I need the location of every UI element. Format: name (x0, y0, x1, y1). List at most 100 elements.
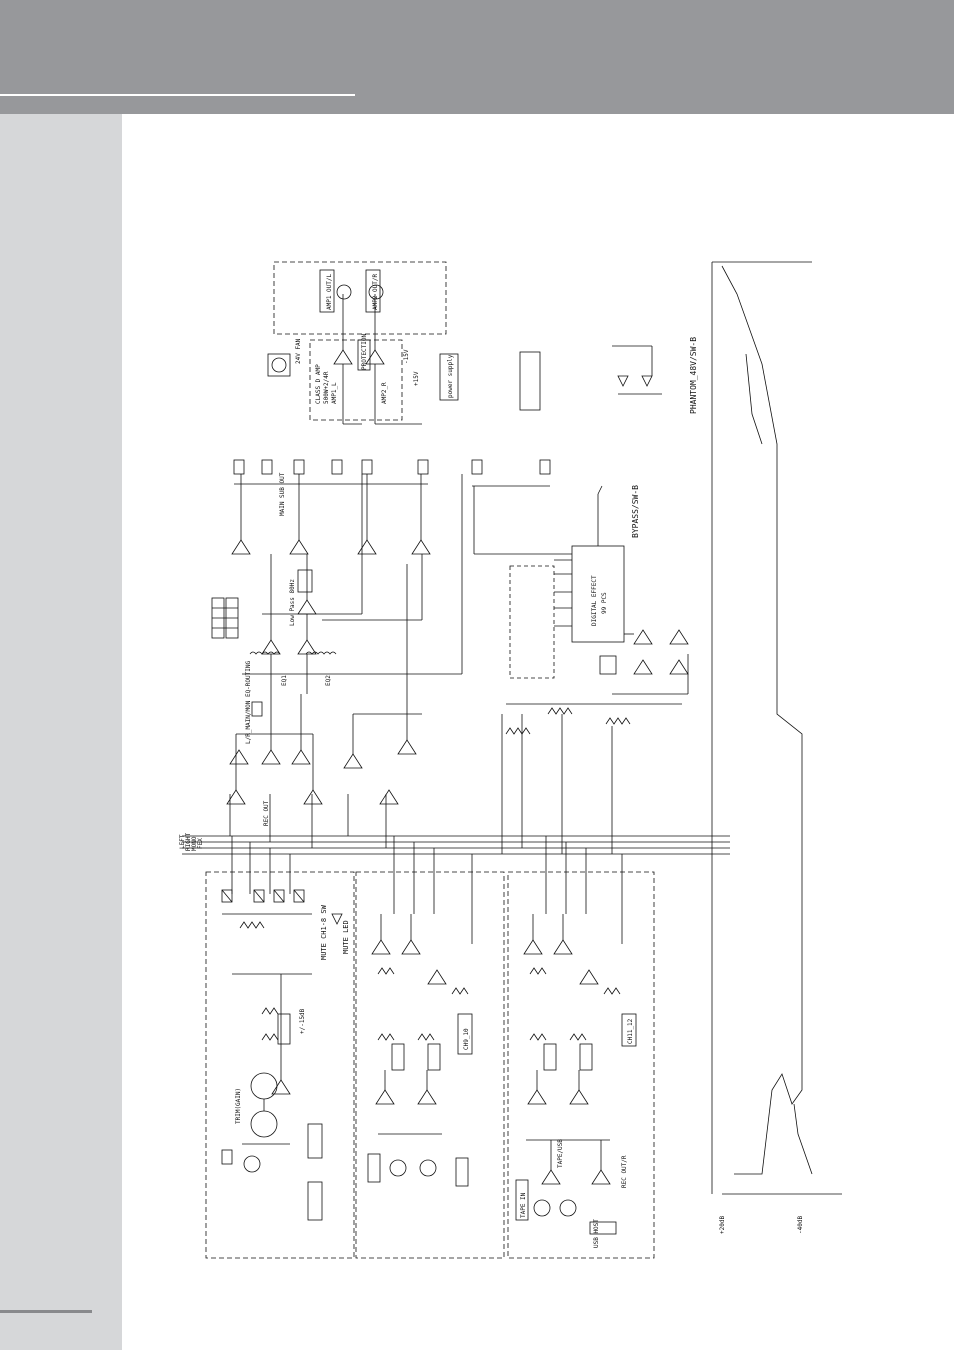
protection-block (357, 339, 371, 371)
jack-fx-send (471, 459, 483, 475)
eq2-coil (305, 651, 337, 655)
label-trim-gain: TRIM(GAIN) (235, 1088, 242, 1124)
opamp-st1-d (375, 1089, 395, 1105)
xlr-input-1 (250, 1072, 278, 1100)
st2-eq-hi (569, 1033, 587, 1041)
fan-box (267, 353, 291, 377)
class-d-amp-box (309, 339, 403, 421)
fan-icon (271, 357, 287, 373)
st2-pot-1 (529, 967, 547, 975)
opamp-efx (397, 739, 417, 755)
label-mute-led: MUTE LED (342, 920, 350, 954)
opamp-fx (379, 789, 399, 805)
st2-label-box (621, 1013, 637, 1047)
mic-eq-1 (261, 1007, 279, 1015)
jack-sub (293, 459, 305, 475)
label-main-sub-out: MAIN SUB OUT (279, 472, 286, 516)
label-ch9-10: CH9_10 (463, 1028, 470, 1050)
st1-pot-1 (377, 967, 395, 975)
label-class-d: CLASS D AMP (315, 364, 322, 404)
amp2-out-connector (368, 284, 384, 300)
level-trace (721, 265, 803, 1175)
opamp-st1-e (417, 1089, 437, 1105)
digital-effect-block (571, 545, 625, 643)
opamp-fx-1 (633, 629, 653, 645)
opamp-st2-e (569, 1089, 589, 1105)
amp2-triangle (365, 349, 385, 365)
label-level-pos: +20dB (719, 1216, 726, 1234)
st1-pot-2 (451, 987, 469, 995)
label-usb-host: USB HOST (593, 1219, 600, 1248)
opamp-out-2 (289, 539, 309, 555)
opamp-fx-2 (669, 629, 689, 645)
label-eq2: EQ2 (325, 675, 332, 686)
opamp-fx-4 (669, 659, 689, 675)
eq1-coil (249, 651, 281, 655)
label-amp-r: AMP2_R (381, 382, 388, 404)
label-phantom: PHANTOM_48V/SW-B (689, 337, 698, 414)
eq-routing-switch (251, 701, 263, 717)
label-protection: PROTECTION (361, 333, 368, 370)
opamp-lp (297, 599, 317, 615)
jack-mon (361, 459, 373, 475)
phantom-led-2 (641, 375, 653, 387)
header-bar (0, 0, 954, 114)
opamp-st2-f (541, 1169, 561, 1185)
jack-main-l (233, 459, 245, 475)
side-strip (0, 114, 122, 1350)
label-mute-sw: MUTE CH1-8 SW (320, 904, 328, 960)
opamp-st1-a (371, 939, 391, 955)
label-bypass: BYPASS/SW-B (631, 485, 640, 538)
fx-pot-2 (547, 707, 573, 715)
opamp-st2-d (527, 1089, 547, 1105)
effects-routing-box (509, 565, 555, 679)
st1-eq-hi (417, 1033, 435, 1041)
opamp-mic (271, 1079, 291, 1095)
opamp-st1-b (401, 939, 421, 955)
st2-pot-2 (603, 987, 621, 995)
opamp-out-3 (357, 539, 377, 555)
fx-pot-1 (505, 727, 531, 735)
mute-led (331, 913, 343, 925)
xlr-input-2 (250, 1110, 278, 1138)
mic-pot (239, 921, 265, 929)
opamp-main-2 (261, 749, 281, 765)
stereo-channel-box-2 (507, 871, 655, 1259)
label-v-pos: +15V (413, 371, 420, 386)
amp1-triangle (333, 349, 353, 365)
opamp-out-4 (411, 539, 431, 555)
st1-eq-lo (377, 1033, 395, 1041)
st1-input-l (389, 1159, 407, 1177)
mic-channel-box (205, 871, 355, 1259)
label-bus-right: RIGHT (185, 833, 192, 851)
label-amp1-out: AMP1 OUT/L (326, 273, 333, 310)
label-level-neg: -40dB (797, 1216, 804, 1234)
psu-connector (519, 351, 541, 411)
opamp-rec-r (303, 789, 323, 805)
power-supply-block (439, 353, 459, 401)
label-bus-mono: MONO (191, 836, 198, 851)
label-tape-in: TAPE IN (520, 1192, 527, 1218)
label-gain: +/-15dB (299, 1008, 306, 1034)
st2-eq-lo (529, 1033, 547, 1041)
fx-pot-3 (605, 717, 631, 725)
label-presets: 99 PCS (601, 592, 608, 614)
st1-input-r (419, 1159, 437, 1177)
opamp-main-1 (229, 749, 249, 765)
opamp-mon (343, 753, 363, 769)
opamp-st2-a (523, 939, 543, 955)
amp-output-box (273, 261, 447, 335)
label-rec-out-r: REC OUT/R (621, 1155, 628, 1188)
mic-label-box (221, 1149, 233, 1165)
label-amp2-out: AMP2 OUT/R (372, 273, 379, 310)
label-v-neg: -15V (403, 349, 410, 364)
schematic-diagram: 24V FAN CLASS D AMP 500W+2/4R AMP1_L AMP… (179, 261, 842, 1259)
usb-host-port (589, 1221, 617, 1235)
fx-selector (599, 655, 617, 675)
tape-in-label-box (515, 1179, 529, 1221)
tape-in-l (533, 1199, 551, 1217)
label-digital-effect: DIGITAL EFFECT (591, 575, 598, 626)
amp1-out-connector (336, 284, 352, 300)
label-fan: 24V FAN (295, 338, 302, 364)
opamp-out-1 (231, 539, 251, 555)
